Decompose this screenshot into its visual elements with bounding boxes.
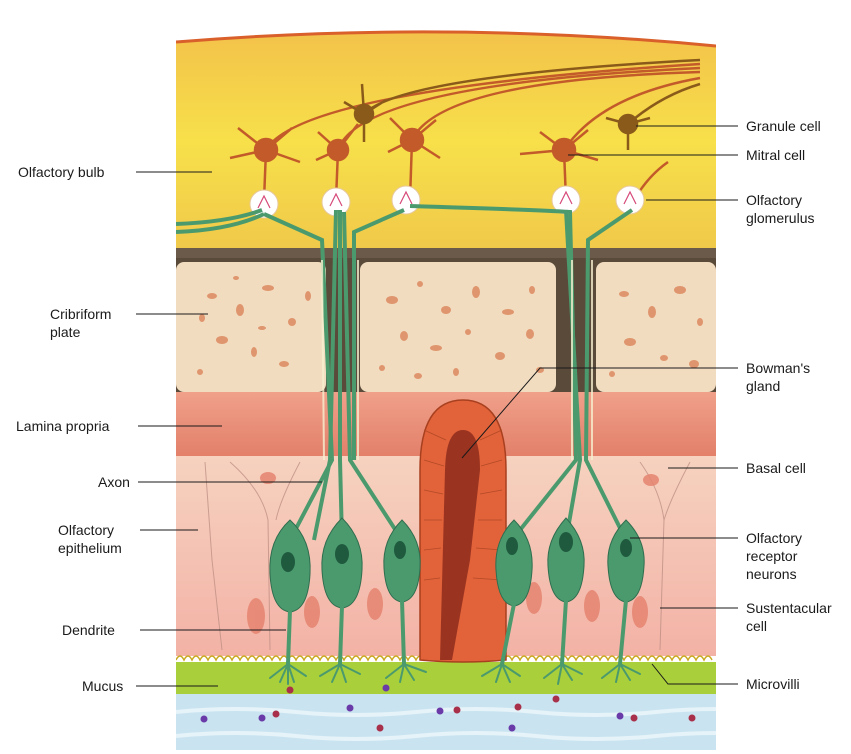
label-sustentacular-cell: Sustentacular cell — [746, 599, 851, 635]
mucus-layer — [176, 662, 716, 696]
label-olfactory-glomerulus: Olfactory glomerulus — [746, 191, 814, 227]
label-cribriform-plate: Cribriform plate — [50, 305, 111, 341]
nasal-fluid — [176, 694, 716, 754]
label-basal-cell: Basal cell — [746, 459, 806, 477]
label-olfactory-receptor-neurons: Olfactory receptor neurons — [746, 529, 802, 583]
label-microvilli: Microvilli — [746, 675, 800, 693]
label-axon: Axon — [98, 473, 130, 491]
label-lamina-propria: Lamina propria — [16, 417, 109, 435]
label-olfactory-bulb: Olfactory bulb — [18, 163, 104, 181]
label-granule-cell: Granule cell — [746, 117, 821, 135]
label-dendrite: Dendrite — [62, 621, 115, 639]
label-mitral-cell: Mitral cell — [746, 146, 805, 164]
label-olfactory-epithelium: Olfactory epithelium — [58, 521, 122, 557]
label-mucus: Mucus — [82, 677, 123, 695]
label-bowmans-gland: Bowman's gland — [746, 359, 810, 395]
